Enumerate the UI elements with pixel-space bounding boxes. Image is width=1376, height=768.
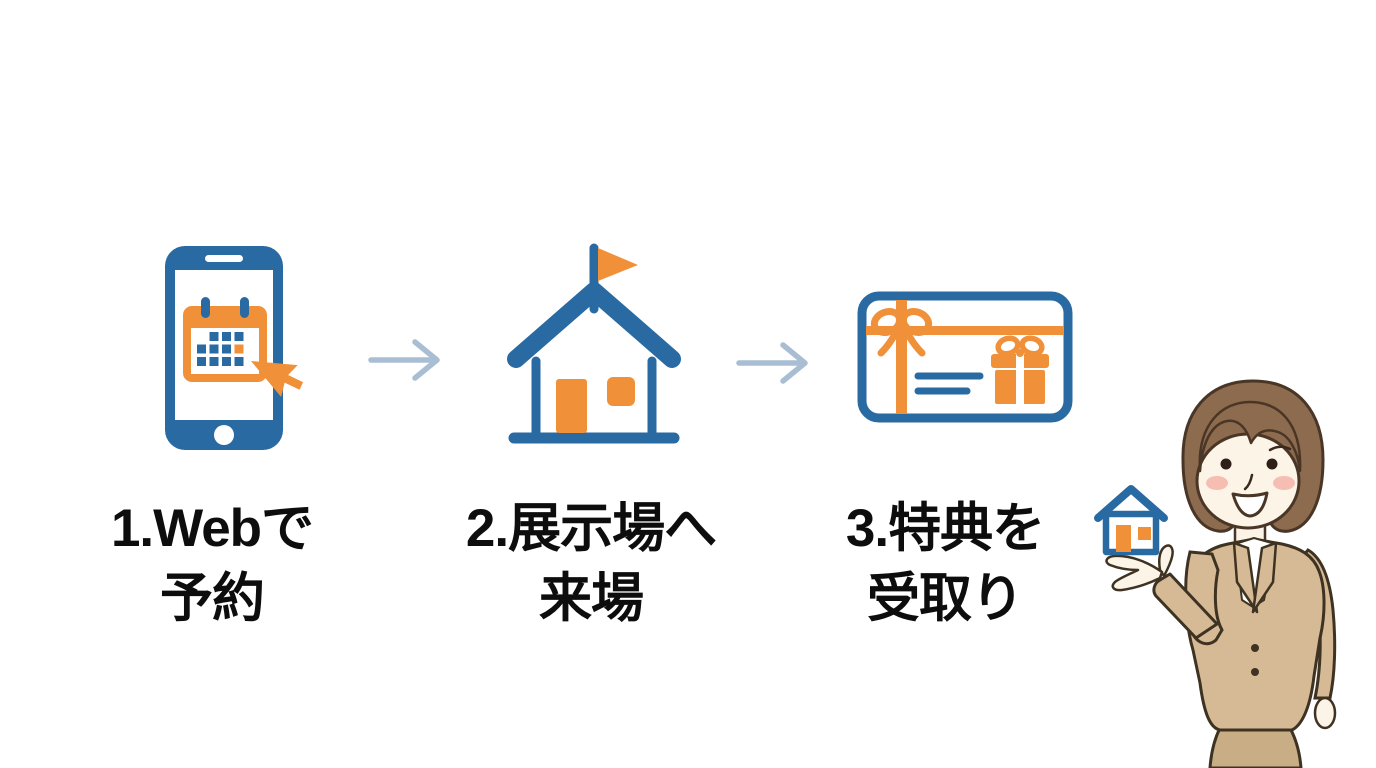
calendar-selected-date [234,344,244,354]
door [556,379,587,433]
step-2-label: 2.展示場へ 来場 [391,494,791,634]
cursor-arrow-icon [251,361,304,397]
phone-home-button [214,425,234,445]
step-1-label: 1.Webで 予約 [12,494,412,634]
window [1138,527,1151,540]
small-house-icon [1094,485,1168,556]
left-eye [1220,458,1232,470]
left-lapel [1232,541,1259,614]
step-3-label-line1: 3.特典を [845,499,1045,558]
exhibition-house-flag-icon [507,243,681,444]
hair-fringe [1198,400,1302,473]
eyebrow [1268,445,1292,452]
step-2-label-line2: 来場 [539,569,644,628]
phone-speaker [205,255,243,262]
flag [598,248,638,281]
smartphone-calendar-booking-icon [165,246,304,450]
roof [507,282,681,368]
nose [1243,473,1254,491]
right-hand [1313,696,1337,730]
jacket-button [1251,668,1259,676]
step-3-label-line2: 受取り [867,569,1024,628]
saleswoman-presenting-house [1105,379,1337,768]
ribbon-bow [870,308,933,357]
door [1116,525,1131,552]
right-eye [1266,458,1278,470]
step-1-label-line1: 1.Webで [110,499,314,558]
step-1-label-line2: 予約 [160,569,265,628]
window [607,377,635,406]
smiling-mouth [1231,491,1269,518]
calendar-icon [183,297,267,382]
right-cheek [1273,476,1295,490]
right-arrow-icon [368,339,440,381]
ribbon [866,300,1064,414]
gift-card-icon [857,291,1073,423]
right-lapel [1251,541,1278,614]
open-palm-hand [1105,554,1164,592]
step-2-label-line1: 2.展示場へ [465,499,717,558]
skirt [1208,726,1303,768]
step-3-label: 3.特典を 受取り [745,494,1145,634]
forearm-sleeve [1152,572,1219,640]
right-arrow-icon [736,342,808,384]
gift-box-icon [991,335,1049,404]
left-cheek [1206,476,1228,490]
jacket-button [1251,644,1259,652]
thumb [1158,544,1174,579]
